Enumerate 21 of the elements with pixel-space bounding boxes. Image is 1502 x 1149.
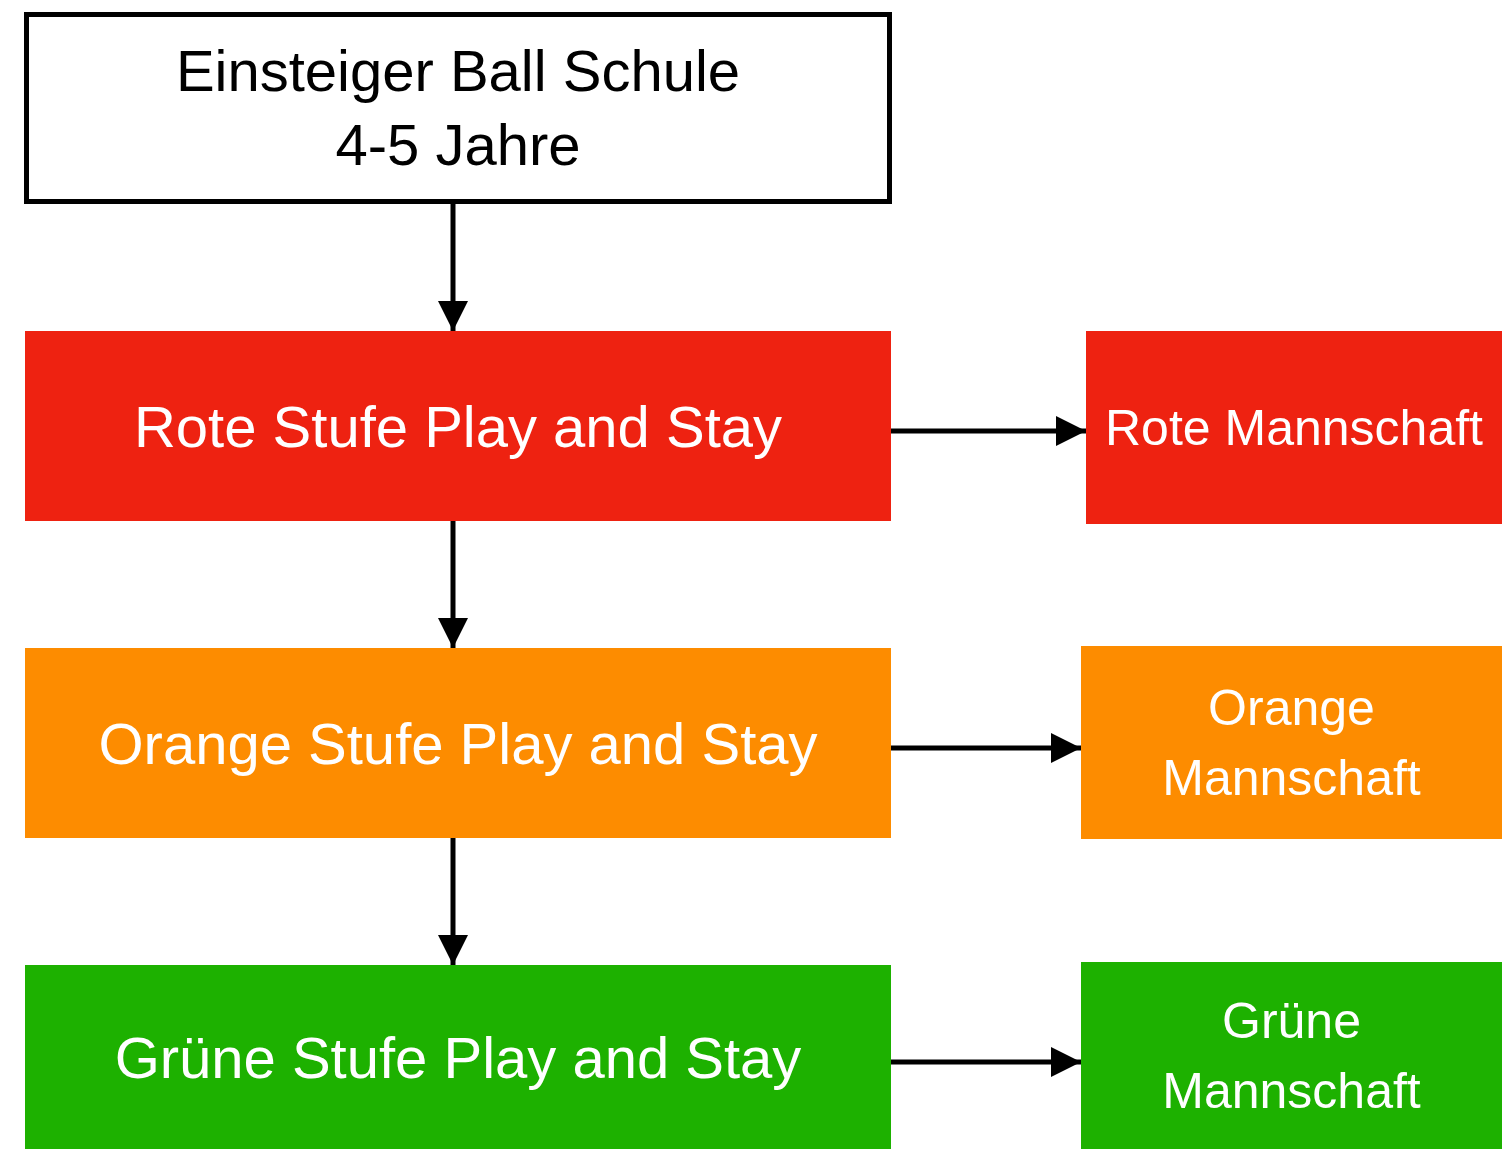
node-label: Grüne Mannschaft <box>1161 991 1422 1121</box>
team-box <box>1086 331 1502 524</box>
arrow <box>438 838 468 965</box>
team-box <box>1081 646 1502 839</box>
level-box <box>25 648 891 838</box>
node-label: 4-5 Jahre <box>335 111 581 179</box>
node-label: Orange Mannschaft <box>1161 678 1422 808</box>
level-box <box>25 965 891 1149</box>
arrow <box>438 521 468 648</box>
node-label: Rote Mannschaft <box>1105 398 1483 458</box>
arrow <box>891 416 1086 446</box>
level-box <box>25 331 891 521</box>
node-label: Rote Stufe Play and Stay <box>133 392 783 461</box>
node-label: Einsteiger Ball Schule <box>175 37 741 105</box>
node-label: Orange Stufe Play and Stay <box>98 709 818 778</box>
arrow <box>438 204 468 331</box>
start-box <box>24 12 892 204</box>
node-label: Grüne Stufe Play and Stay <box>114 1023 802 1092</box>
arrow <box>891 733 1081 763</box>
team-box <box>1081 962 1502 1149</box>
arrow <box>891 1047 1081 1077</box>
